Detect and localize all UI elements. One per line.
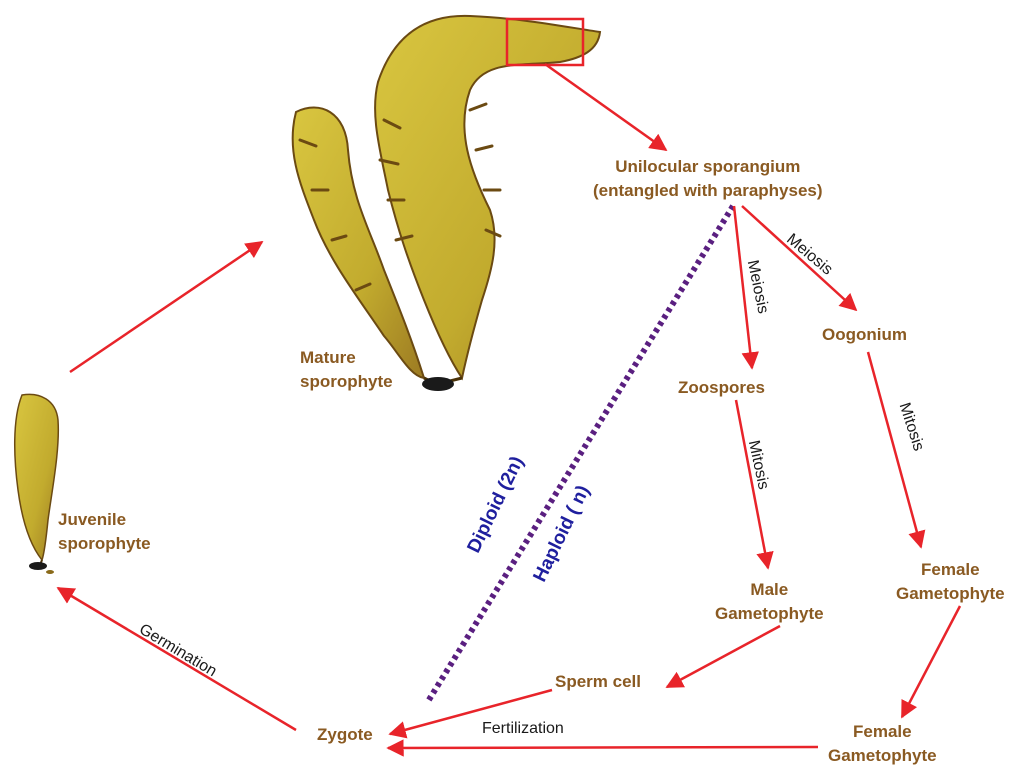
label-mature-sporophyte: Mature sporophyte <box>300 346 393 394</box>
label-male-gametophyte: Male Gametophyte <box>715 578 824 626</box>
mature-sporophyte-image <box>293 16 600 391</box>
label-unilocular-sporangium: Unilocular sporangium (entangled with pa… <box>593 155 823 203</box>
label-zygote: Zygote <box>317 723 373 747</box>
arrow-female-to-zygote <box>388 747 818 748</box>
arrow-blade-to-sporangium <box>545 64 666 150</box>
label-zoospores: Zoospores <box>678 376 765 400</box>
label-sperm-cell: Sperm cell <box>555 670 641 694</box>
process-fertilization: Fertilization <box>482 720 564 738</box>
label-oogonium: Oogonium <box>822 323 907 347</box>
juvenile-sporophyte-image <box>15 394 59 574</box>
label-female-gametophyte-upper: Female Gametophyte <box>896 558 1005 606</box>
label-female-gametophyte-lower: Female Gametophyte <box>828 720 937 768</box>
label-juvenile-sporophyte: Juvenile sporophyte <box>58 508 151 556</box>
cycle-arrows <box>58 64 960 748</box>
arrow-female-to-female <box>902 606 960 717</box>
arrow-juvenile-to-mature <box>70 242 262 372</box>
arrow-male-to-sperm <box>667 626 780 687</box>
